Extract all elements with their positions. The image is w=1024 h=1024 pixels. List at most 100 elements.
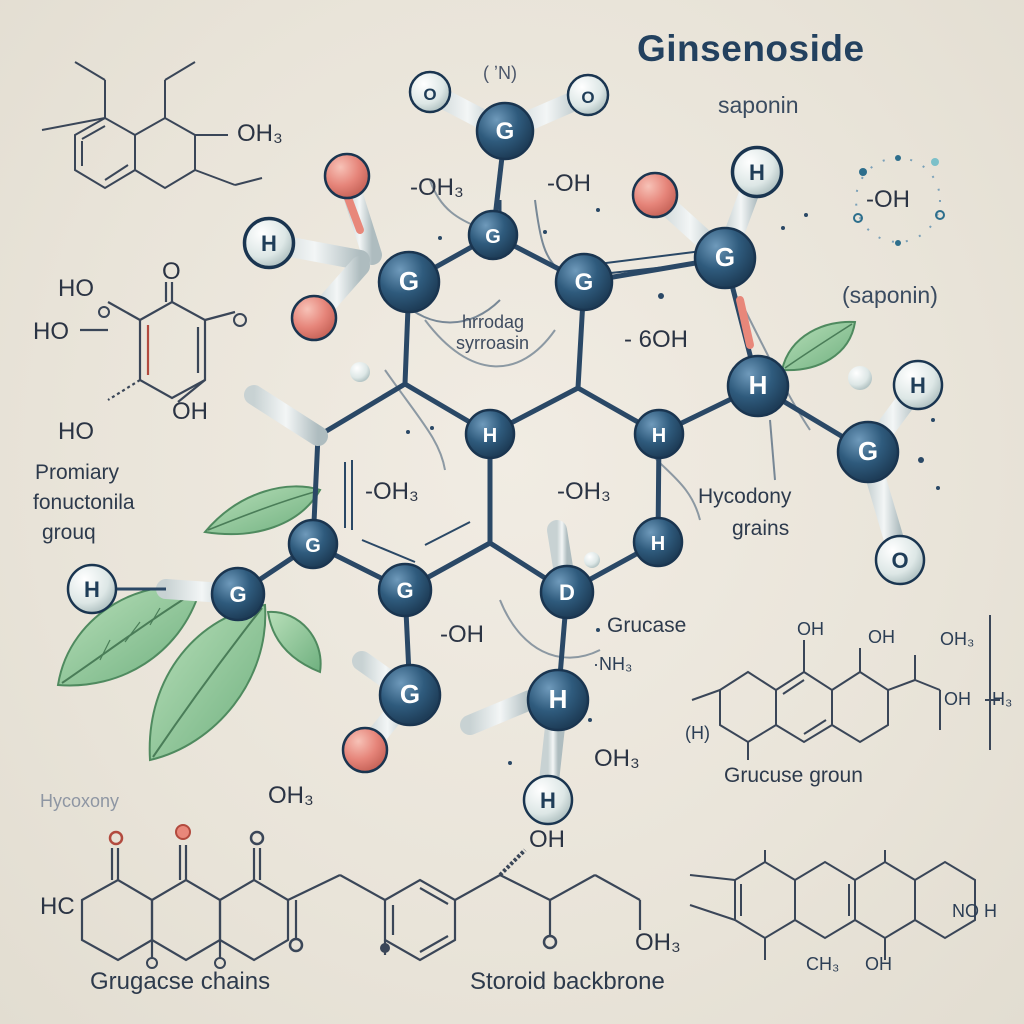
- diagram-subtitle: saponin: [718, 92, 799, 118]
- atom-g: G: [693, 226, 757, 290]
- atom-marker: [175, 824, 191, 840]
- atom-o: [290, 294, 338, 342]
- atom-label: H: [749, 160, 765, 185]
- atom-label: G: [575, 269, 594, 296]
- noh-label: NO H: [952, 901, 997, 921]
- atom-h: H: [243, 217, 295, 269]
- atom-label: H: [549, 684, 568, 714]
- oh-label: OH: [868, 627, 895, 647]
- oh-label: OH₃: [594, 745, 640, 772]
- atom-label: H: [483, 425, 497, 447]
- atom-o: O: [566, 73, 610, 117]
- ho-label: HO: [33, 318, 69, 345]
- atom-label: H: [749, 370, 768, 400]
- structure-right: [691, 615, 1000, 760]
- atom-label: G: [229, 582, 246, 607]
- atom-small: [584, 552, 600, 568]
- atom-small: [848, 366, 872, 390]
- atom-marker: [249, 830, 265, 846]
- atom-g: G: [554, 252, 614, 312]
- atom-marker: [542, 934, 558, 950]
- h-label: (H): [685, 723, 710, 743]
- h-label: H₃: [992, 689, 1013, 709]
- structure-bottom-right: [689, 850, 976, 960]
- nh-label: ·NH₃: [593, 654, 633, 674]
- atom-small: [350, 362, 370, 382]
- oh-label: -OH₃: [410, 174, 464, 201]
- atom-h: H: [632, 516, 684, 568]
- atom-marker: [288, 937, 304, 953]
- ho-label: HO: [58, 275, 94, 302]
- atom-label: G: [399, 266, 419, 296]
- atom-h: H: [66, 563, 118, 615]
- top-mark: ( ʼN): [483, 63, 517, 83]
- decor-ticks: [406, 208, 940, 765]
- leaf-icon: [266, 610, 322, 674]
- atom-o: [631, 171, 679, 219]
- grucase-label: Grucase: [607, 614, 687, 637]
- atom-marker: [98, 306, 110, 318]
- leaf-icon: [56, 585, 202, 687]
- saponin-label: (saponin): [842, 282, 938, 308]
- oh-label: OH₃: [940, 629, 975, 649]
- atom-g: G: [836, 420, 900, 484]
- structure-bottom-left: [80, 845, 386, 962]
- structure-bottom-center: [383, 848, 642, 962]
- atom-g: G: [210, 566, 266, 622]
- atom-label: H: [84, 577, 100, 602]
- center-note: syrroasin: [456, 333, 530, 353]
- structure-topleft: [41, 61, 263, 190]
- hc-label: HC: [40, 893, 75, 920]
- glucose-group-label: Grucuse groun: [724, 764, 863, 787]
- atom-o: [323, 152, 371, 200]
- atom-h: H: [522, 774, 574, 826]
- atom-o: [341, 726, 389, 774]
- oh-label: -OH₃: [365, 478, 419, 505]
- atom-label: H: [910, 373, 926, 398]
- atom-g: G: [378, 663, 442, 727]
- primary-group-label: fonuctonila: [33, 491, 135, 514]
- atom-h: H: [464, 408, 516, 460]
- atom-o: O: [874, 534, 926, 586]
- ch-label: CH₃: [806, 954, 840, 974]
- oh-label: -OH: [440, 621, 484, 648]
- atom-marker: [146, 957, 158, 969]
- diagram-title: Ginsenoside: [637, 28, 865, 69]
- caption-left: Grugacse chains: [90, 968, 271, 995]
- atom-o: O: [408, 70, 452, 114]
- atom-marker: [233, 313, 247, 327]
- molecule-red-sticks: [343, 191, 754, 349]
- atom-label: G: [400, 679, 420, 709]
- atom-g: G: [377, 250, 441, 314]
- atom-label: H: [540, 788, 556, 813]
- oh-label: - 6OH: [624, 326, 689, 353]
- atom-label: H: [651, 533, 665, 555]
- molecule-atoms: GGGGGGGHHHHHHHHOOGGDGHHHHOH: [66, 70, 944, 826]
- atom-g: G: [475, 101, 535, 161]
- oh-label: OH: [797, 619, 824, 639]
- o-label: O: [162, 258, 181, 285]
- atom-g: G: [287, 518, 339, 570]
- leaf-icon: [203, 485, 322, 536]
- atom-h: H: [731, 146, 783, 198]
- atom-h: H: [526, 668, 590, 732]
- oh-label: OH₃: [635, 929, 681, 956]
- center-note: hrrodag: [462, 312, 525, 332]
- hyco-label: Hycodony: [698, 485, 792, 508]
- oh-label: OH: [529, 826, 565, 853]
- leaf-icon: [780, 320, 857, 372]
- atom-label: G: [485, 226, 501, 248]
- oh-label: -OH₃: [557, 478, 611, 505]
- atom-label: O: [423, 85, 436, 104]
- oh-label: OH: [944, 689, 971, 709]
- atom-label: O: [891, 548, 908, 573]
- atom-h: H: [892, 359, 944, 411]
- atom-label: G: [496, 118, 515, 145]
- atom-g: G: [377, 562, 433, 618]
- oh-label: OH: [865, 954, 892, 974]
- atom-marker: [214, 957, 226, 969]
- oh-label: OH₃: [237, 120, 283, 147]
- oh-label: OH: [172, 398, 208, 425]
